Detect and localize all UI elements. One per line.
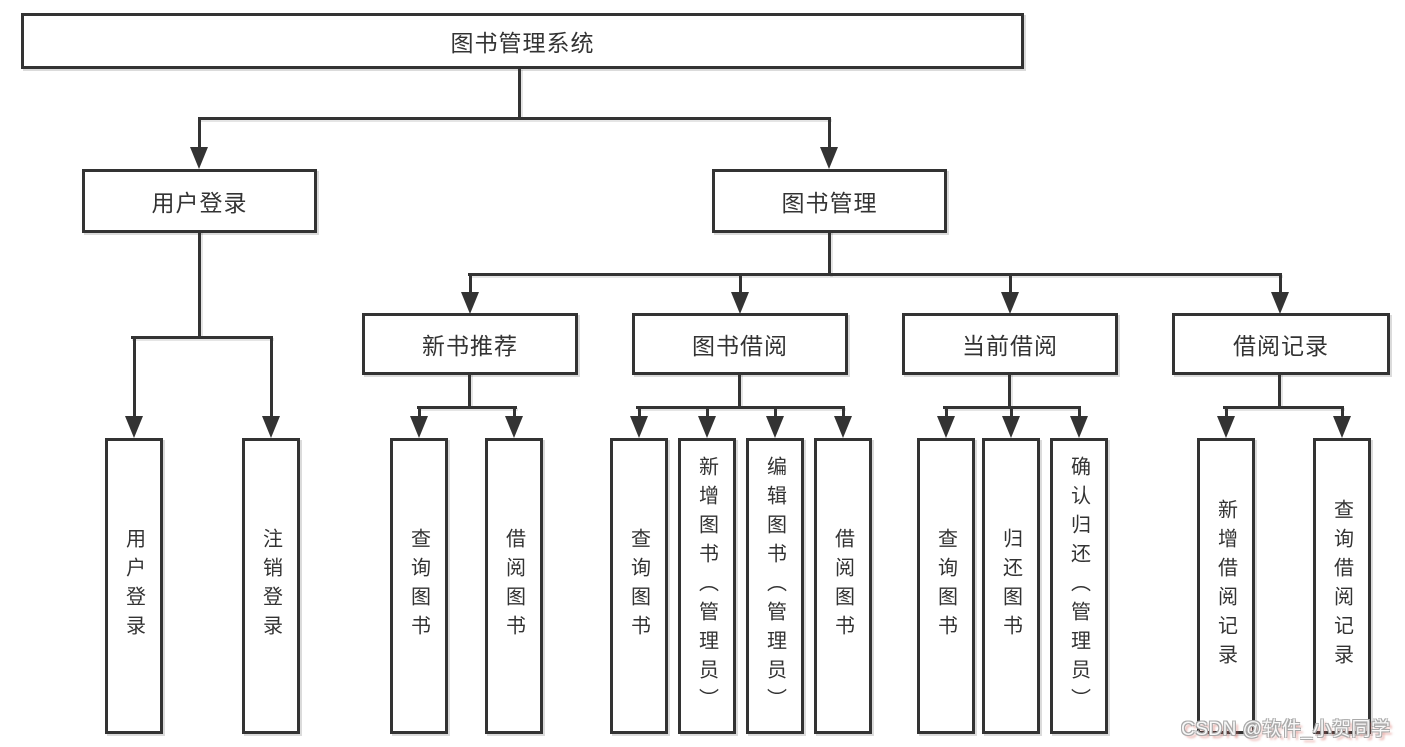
leaf-query-books-current: 查询图书 xyxy=(917,438,975,734)
node-current-borrow: 当前借阅 xyxy=(902,313,1118,375)
leaf-query-books-recommend: 查询图书 xyxy=(390,438,448,734)
connector-hline xyxy=(636,406,845,409)
leaf-confirm-return-admin-label: 确认归还（管理员） xyxy=(1067,455,1090,717)
leaf-add-borrow-record: 新增借阅记录 xyxy=(1197,438,1255,734)
connector-vline xyxy=(468,374,471,408)
node-root: 图书管理系统 xyxy=(21,13,1024,69)
leaf-borrow-books-label: 借阅图书 xyxy=(831,528,854,644)
arrow-down xyxy=(125,336,143,438)
arrow-down xyxy=(1002,406,1020,438)
connector-vline xyxy=(1008,374,1011,408)
leaf-query-books-recommend-label: 查询图书 xyxy=(407,528,430,644)
connector-vline xyxy=(738,374,741,408)
leaf-add-book-admin-label: 新增图书（管理员） xyxy=(695,455,718,717)
leaf-borrow-books-recommend: 借阅图书 xyxy=(485,438,543,734)
arrow-down xyxy=(698,406,716,438)
node-borrow-records: 借阅记录 xyxy=(1172,313,1390,375)
arrow-down xyxy=(410,406,428,438)
leaf-query-books-borrow-label: 查询图书 xyxy=(627,528,650,644)
leaf-user-login-label: 用户登录 xyxy=(122,528,145,644)
connector-hline xyxy=(468,273,1282,276)
leaf-logout-label: 注销登录 xyxy=(259,528,282,644)
connector-vline xyxy=(198,232,201,338)
arrow-down xyxy=(630,406,648,438)
connector-hline xyxy=(131,336,273,339)
node-new-book-recommend: 新书推荐 xyxy=(362,313,578,375)
leaf-logout: 注销登录 xyxy=(242,438,300,734)
arrow-down xyxy=(262,336,280,438)
leaf-query-borrow-record: 查询借阅记录 xyxy=(1313,438,1371,734)
connector-hline xyxy=(198,117,831,120)
leaf-add-borrow-record-label: 新增借阅记录 xyxy=(1214,499,1237,673)
leaf-edit-book-admin: 编辑图书（管理员） xyxy=(746,438,804,734)
arrow-down xyxy=(1333,406,1351,438)
arrow-down xyxy=(1271,273,1289,314)
leaf-user-login: 用户登录 xyxy=(105,438,163,734)
arrow-down xyxy=(834,406,852,438)
connector-hline xyxy=(417,406,517,409)
leaf-return-book: 归还图书 xyxy=(982,438,1040,734)
arrow-down xyxy=(1217,406,1235,438)
leaf-return-book-label: 归还图书 xyxy=(999,528,1022,644)
leaf-borrow-books: 借阅图书 xyxy=(814,438,872,734)
node-book-borrow-label: 图书借阅 xyxy=(692,333,788,359)
connector-vline xyxy=(518,69,521,119)
leaf-borrow-books-recommend-label: 借阅图书 xyxy=(502,528,525,644)
arrow-down xyxy=(820,117,838,169)
leaf-edit-book-admin-label: 编辑图书（管理员） xyxy=(763,455,786,717)
arrow-down xyxy=(731,273,749,314)
arrow-down xyxy=(937,406,955,438)
arrow-down xyxy=(1070,406,1088,438)
node-user-login-label: 用户登录 xyxy=(151,190,248,216)
arrow-down xyxy=(505,406,523,438)
node-root-label: 图书管理系统 xyxy=(450,30,595,56)
leaf-query-borrow-record-label: 查询借阅记录 xyxy=(1330,499,1353,673)
node-current-borrow-label: 当前借阅 xyxy=(962,333,1058,359)
node-borrow-records-label: 借阅记录 xyxy=(1233,333,1329,359)
connector-vline xyxy=(1278,374,1281,408)
arrow-down xyxy=(766,406,784,438)
leaf-confirm-return-admin: 确认归还（管理员） xyxy=(1050,438,1108,734)
node-book-management-label: 图书管理 xyxy=(781,190,878,216)
leaf-query-books-current-label: 查询图书 xyxy=(934,528,957,644)
connector-vline xyxy=(828,232,831,276)
arrow-down xyxy=(1001,273,1019,314)
arrow-down xyxy=(190,117,208,169)
node-book-management: 图书管理 xyxy=(712,169,947,233)
node-new-book-recommend-label: 新书推荐 xyxy=(422,333,518,359)
leaf-add-book-admin: 新增图书（管理员） xyxy=(678,438,736,734)
arrow-down xyxy=(461,273,479,314)
leaf-query-books-borrow: 查询图书 xyxy=(610,438,668,734)
connector-hline xyxy=(1223,406,1344,409)
csdn-watermark: CSDN @软件_小贺同学 xyxy=(1181,719,1391,740)
node-book-borrow: 图书借阅 xyxy=(632,313,848,375)
node-user-login: 用户登录 xyxy=(82,169,317,233)
